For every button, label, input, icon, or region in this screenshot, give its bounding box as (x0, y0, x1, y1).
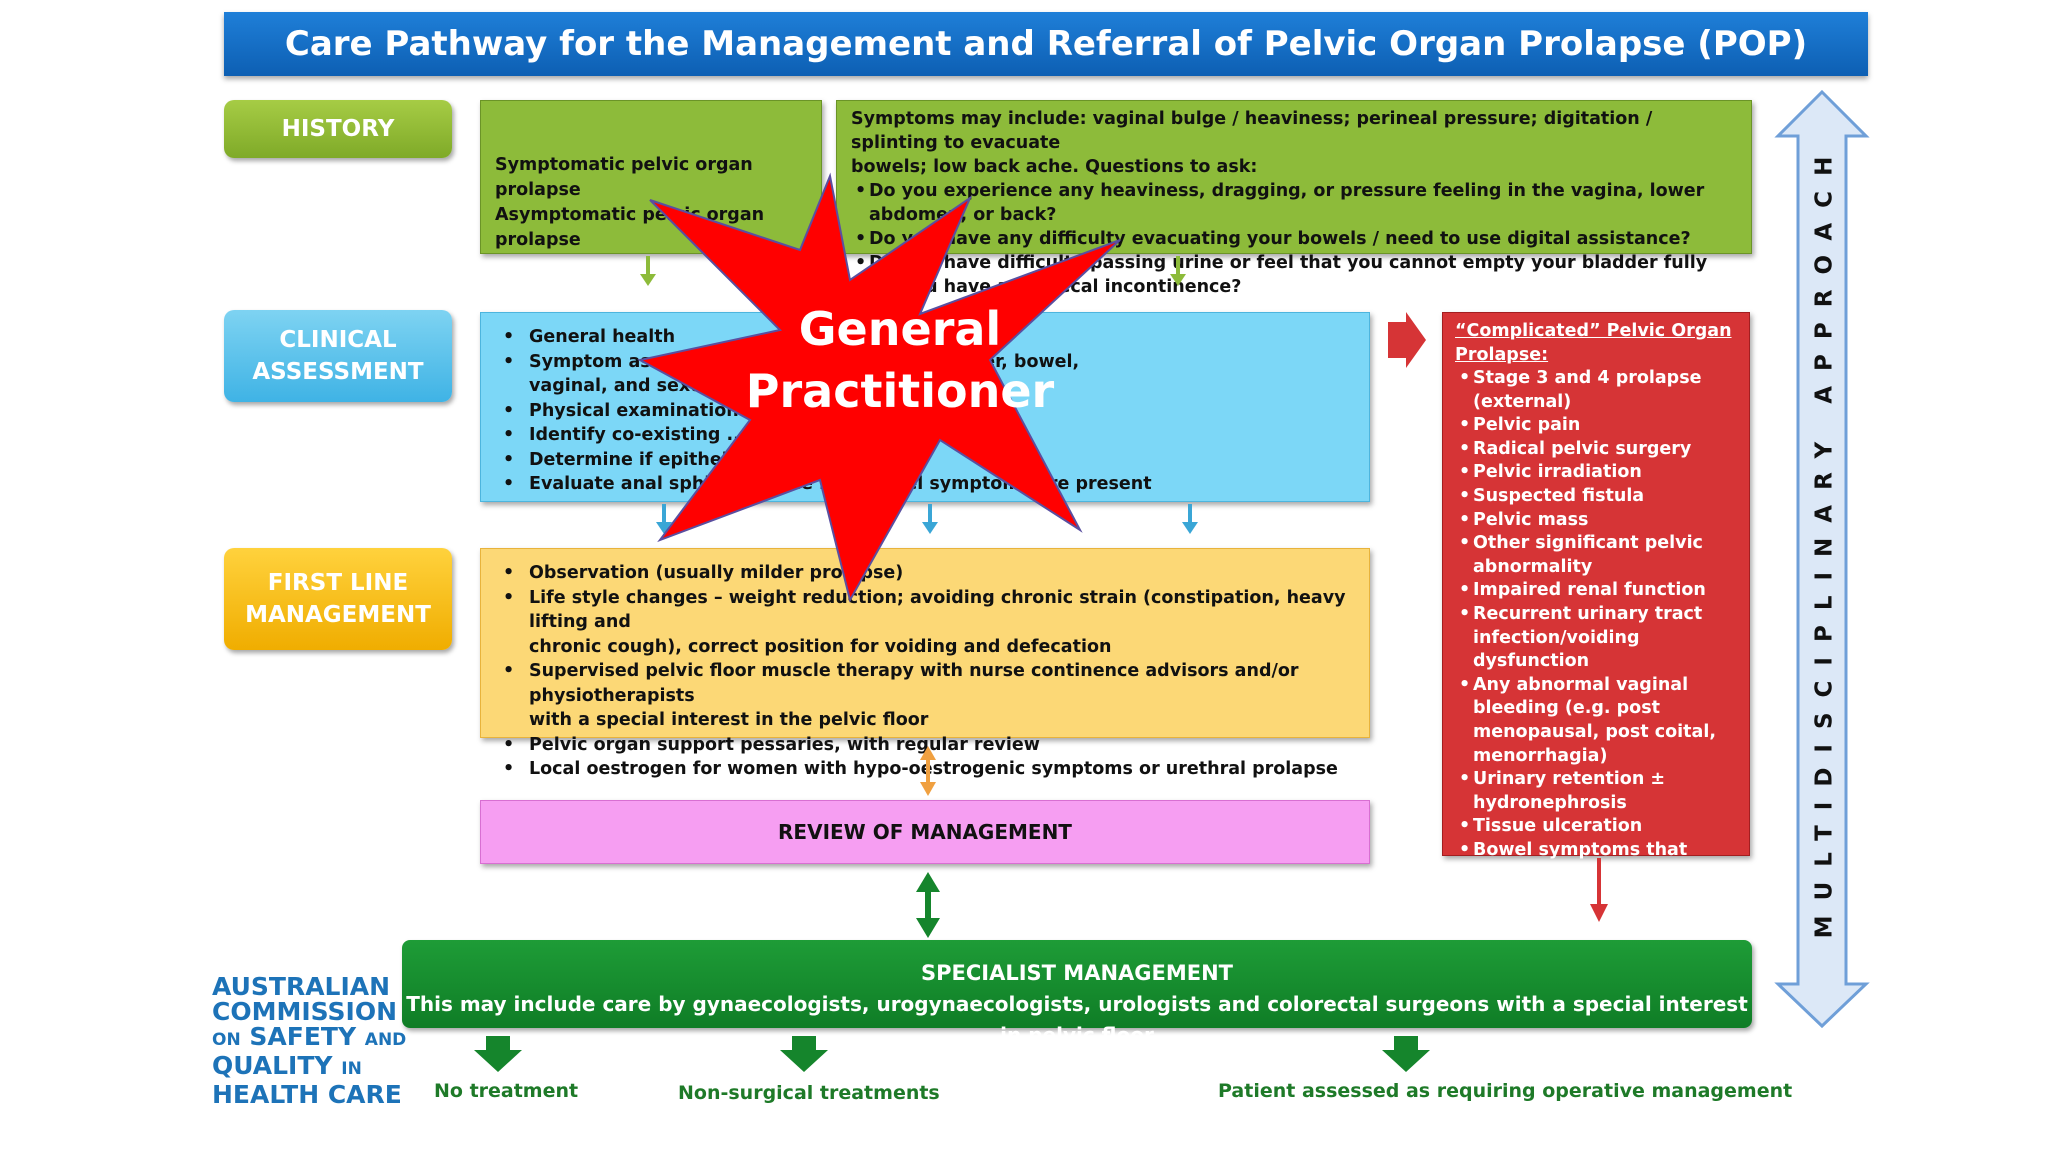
multidisciplinary-text: MULTIDISCIPLINARY APPROACH (1811, 141, 1838, 939)
specialist-management-box: SPECIALIST MANAGEMENT This may include c… (402, 940, 1752, 1047)
complicated-title-line1: “Complicated” Pelvic Organ (1455, 321, 1732, 341)
logo-line1: AUSTRALIAN (212, 972, 391, 1001)
starburst-line2: Practitioner (745, 364, 1055, 418)
double-arrow-icon (916, 872, 940, 938)
history-symptoms-box: Symptoms may include: vaginal bulge / he… (836, 100, 1752, 299)
complicated-item: Pelvic irradiation (1455, 461, 1739, 485)
history-type-symptomatic: Symptomatic pelvic organ prolapse (495, 155, 753, 200)
logo-quality: QUALITY (212, 1051, 333, 1080)
complicated-item: Bowel symptoms that warrant colonoscopy (1455, 839, 1739, 886)
outcome-non-surgical: Non-surgical treatments (678, 1082, 940, 1104)
complicated-item: Other significant pelvic abnormality (1455, 532, 1739, 579)
complicated-item: Suspected fistula (1455, 485, 1739, 509)
first-label-line1: FIRST LINE (267, 570, 409, 596)
first-line-item-cont: chronic cough), correct position for voi… (529, 636, 1112, 657)
multidisciplinary-approach-label: MULTIDISCIPLINARY APPROACH (1804, 142, 1844, 939)
complicated-item: Any abnormal vaginal bleeding (e.g. post… (1455, 674, 1739, 768)
complicated-item: Tissue ulceration (1455, 815, 1739, 839)
history-intro-line1: Symptoms may include: vaginal bulge / he… (851, 109, 1653, 153)
history-intro-line2: bowels; low back ache. Questions to ask: (851, 157, 1258, 177)
complicated-item: Impaired renal function (1455, 579, 1739, 603)
outcome-operative: Patient assessed as requiring operative … (1218, 1080, 1793, 1102)
history-label: HISTORY (224, 100, 452, 158)
first-line-item: Supervised pelvic floor muscle therapy w… (495, 659, 1355, 733)
arrow-right-icon (1388, 312, 1426, 368)
complicated-item: Pelvic mass (1455, 509, 1739, 533)
first-label-line2: MANAGEMENT (245, 602, 431, 628)
outcome-no-treatment: No treatment (434, 1080, 579, 1102)
first-line-item: Life style changes – weight reduction; a… (495, 586, 1355, 660)
complicated-item: Radical pelvic surgery (1455, 438, 1739, 462)
complicated-item: Recurrent urinary tract infection/voidin… (1455, 603, 1739, 674)
first-line-management-box: Observation (usually milder prolapse) Li… (480, 548, 1370, 781)
logo-line3: ON SAFETY AND (212, 1022, 406, 1053)
logo-line2: COMMISSION (212, 997, 398, 1026)
first-line-management-label: FIRST LINE MANAGEMENT (224, 548, 452, 650)
clinical-label-line1: CLINICAL (279, 327, 397, 353)
arrow-down-icon (474, 1036, 1430, 1072)
complicated-item: Pelvic pain (1455, 414, 1739, 438)
logo-safety: SAFETY (249, 1022, 357, 1051)
complicated-title-line2: Prolapse: (1455, 345, 1549, 365)
arrow-down-icon (640, 256, 1186, 286)
multidisciplinary-arrow-icon (1774, 89, 1870, 1029)
starburst-icon (637, 172, 1121, 603)
first-line-item: Observation (usually milder prolapse) (495, 561, 1355, 586)
complicated-item: Urinary retention ± hydronephrosis (1455, 768, 1739, 815)
clinical-item: General health (495, 325, 1355, 350)
general-practitioner-label: General Practitioner (700, 298, 1100, 422)
double-arrow-icon (920, 746, 936, 796)
arrow-down-icon (656, 504, 1198, 534)
logo-line5: HEALTH CARE (212, 1080, 402, 1109)
history-question: Do you have any difficulty evacuating yo… (851, 227, 1739, 251)
first-line-item-text: Life style changes – weight reduction; a… (529, 587, 1346, 633)
clinical-assessment-label: CLINICAL ASSESSMENT (224, 310, 452, 402)
review-of-management-box: REVIEW OF MANAGEMENT (480, 800, 1370, 864)
logo-line4: QUALITY IN (212, 1053, 392, 1082)
specialist-title: SPECIALIST MANAGEMENT (921, 961, 1233, 985)
first-line-item-cont: with a special interest in the pelvic fl… (529, 710, 929, 730)
acsqhc-logo: AUSTRALIAN COMMISSION ON SAFETY AND QUAL… (212, 972, 406, 1109)
logo-on: ON (212, 1030, 241, 1050)
clinical-item: Physical examination (495, 399, 1355, 424)
starburst-line1: General (798, 302, 1002, 356)
first-line-item: Local oestrogen for women with hypo-oest… (495, 757, 1355, 782)
logo-and: AND (364, 1030, 407, 1050)
specialist-subtitle: This may include care by gynaecologists,… (406, 992, 1748, 1047)
first-line-item-text: Supervised pelvic floor muscle therapy w… (529, 661, 1299, 706)
history-types-box: Symptomatic pelvic organ prolapse Asympt… (480, 100, 822, 254)
arrow-down-icon (1590, 858, 1608, 922)
logo-in: IN (341, 1059, 362, 1079)
complicated-prolapse-box: “Complicated” Pelvic Organ Prolapse: Sta… (1442, 312, 1750, 883)
clinical-label-line2: ASSESSMENT (252, 359, 424, 385)
complicated-item: Stage 3 and 4 prolapse (external) (1455, 367, 1739, 414)
page-title: Care Pathway for the Management and Refe… (224, 12, 1868, 76)
first-line-item: Pelvic organ support pessaries, with reg… (495, 733, 1355, 758)
